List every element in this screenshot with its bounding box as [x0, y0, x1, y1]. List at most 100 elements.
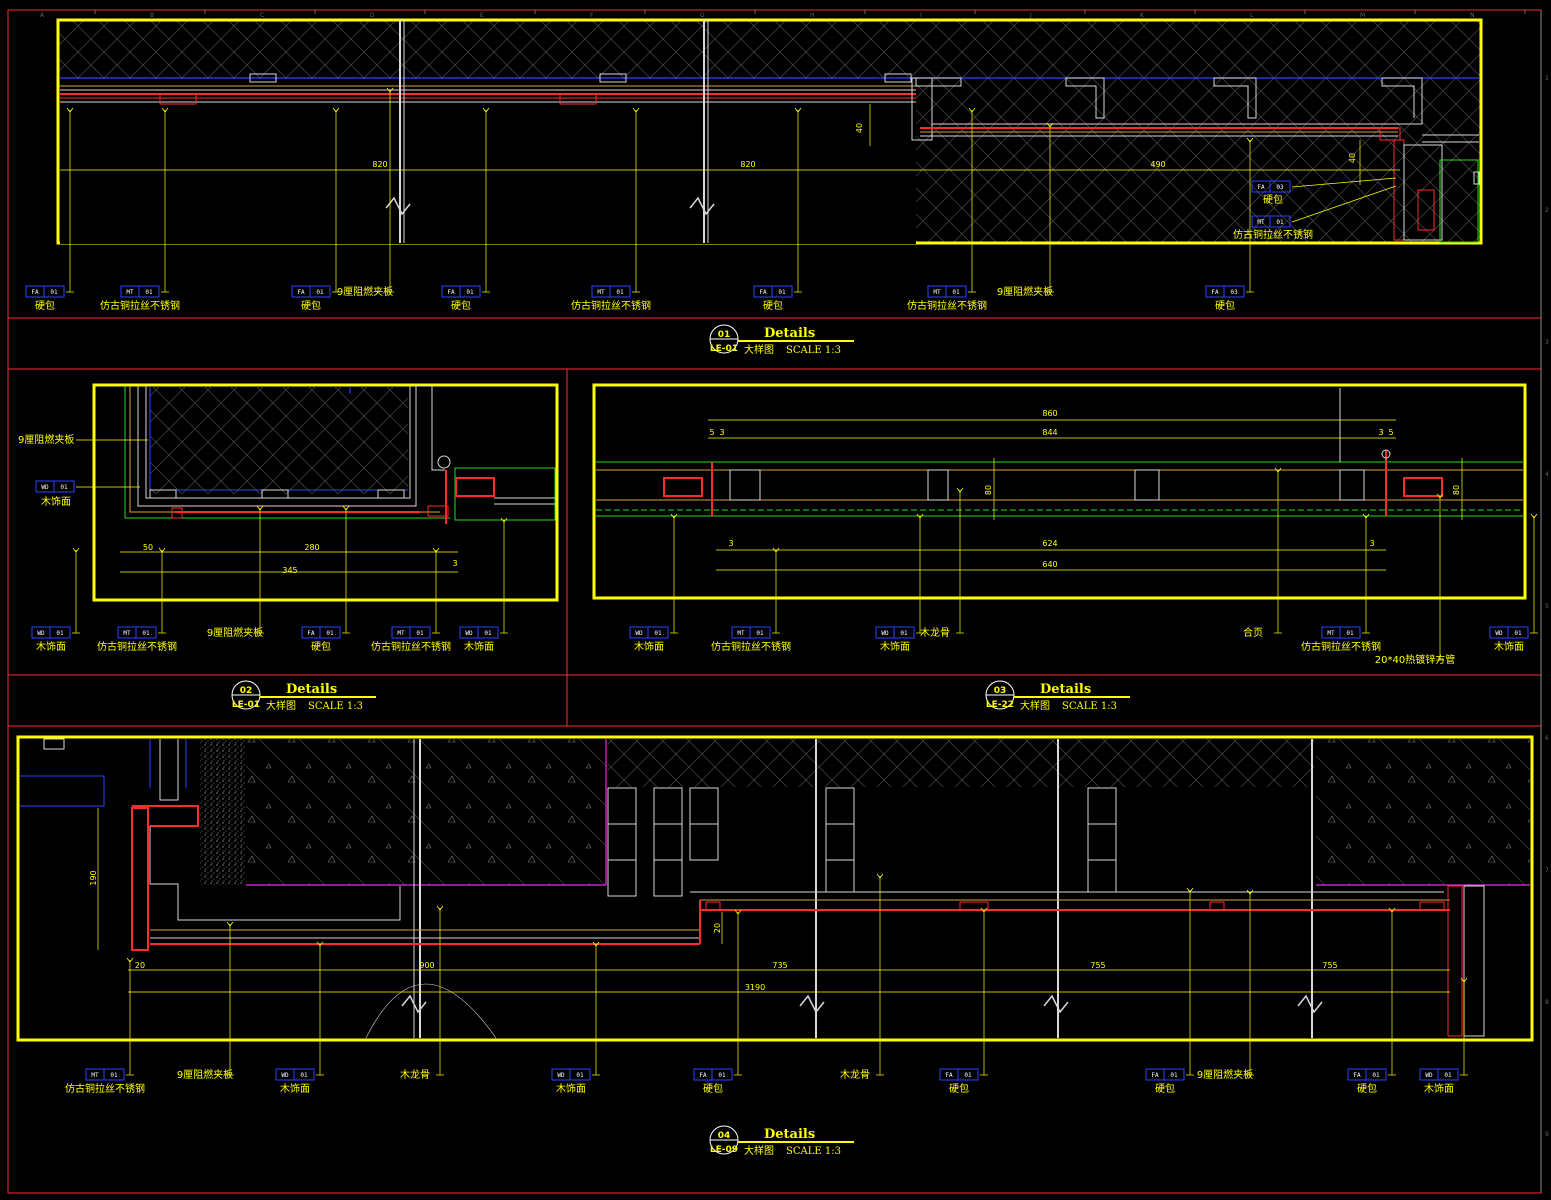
leader-arrow — [226, 921, 234, 927]
material-code: FA — [1151, 1072, 1159, 1079]
material-code: WD — [1495, 630, 1503, 637]
material-label: 木龙骨 — [400, 1068, 430, 1081]
material-index: 01 — [1170, 1072, 1178, 1079]
dim-80-a: 80 — [984, 485, 993, 495]
material-code-box — [117, 626, 157, 639]
border-number: 5 — [1545, 603, 1549, 610]
dim-820-a: 820 — [372, 160, 387, 169]
detail-scale: SCALE 1:3 — [786, 1146, 841, 1157]
material-label: 硬包 — [311, 640, 331, 653]
material-callout: 木龙骨 — [840, 873, 884, 1081]
material-label: 仿古铜拉丝不锈钢 — [1301, 640, 1381, 653]
material-code: WD — [1425, 1072, 1433, 1079]
material-code: FA — [1211, 289, 1219, 296]
material-index: 01 — [1514, 630, 1522, 637]
leader-arrow — [1362, 513, 1370, 519]
border-number: 3 — [1545, 339, 1549, 346]
leader-arrow — [1186, 887, 1194, 893]
material-code: MT — [597, 289, 605, 296]
material-index: 01 — [964, 1072, 972, 1079]
material-callout: 20*40热镀锌方管 — [1375, 493, 1455, 666]
detail-title: Details — [764, 1127, 815, 1142]
material-label: 仿古铜拉丝不锈钢 — [65, 1082, 145, 1095]
material-index: 03 — [1276, 184, 1284, 191]
border-letter: A — [40, 12, 45, 19]
sheet-reference: LE-01 — [232, 700, 260, 710]
material-code: WD — [281, 1072, 289, 1079]
dim-5-left: 5 — [709, 428, 714, 437]
material-code: WD — [37, 630, 45, 637]
material-label: 硬包 — [763, 299, 783, 312]
detail-name: 大样图 — [1020, 699, 1050, 712]
leader-arrow — [916, 513, 924, 519]
material-label: 9厘阻燃夹板 — [997, 285, 1053, 298]
material-index: 01 — [576, 1072, 584, 1079]
leader-arrow — [1246, 137, 1254, 143]
material-code: FA — [759, 289, 767, 296]
material-index: 01 — [484, 630, 492, 637]
material-index: 01 — [50, 289, 58, 296]
material-code-box — [1251, 180, 1291, 193]
material-code-box — [25, 285, 65, 298]
material-label: 硬包 — [949, 1082, 969, 1095]
material-label: 木龙骨 — [920, 626, 950, 639]
material-code-box — [291, 285, 331, 298]
border-letter: G — [700, 12, 705, 19]
material-code-box — [441, 285, 481, 298]
leader-arrow — [794, 107, 802, 113]
material-code: MT — [1327, 630, 1335, 637]
leader-line — [1291, 185, 1397, 223]
material-label: 硬包 — [1215, 299, 1235, 312]
border-letter: E — [480, 12, 484, 19]
leader-arrow — [876, 873, 884, 879]
material-label: 硬包 — [35, 299, 55, 312]
dim-40-a: 40 — [855, 123, 864, 133]
material-code-box — [629, 626, 669, 639]
leader-arrow — [1436, 493, 1444, 499]
material-code-box — [731, 626, 771, 639]
material-index: 01 — [316, 289, 324, 296]
material-index: 01 — [300, 1072, 308, 1079]
material-code: MT — [737, 630, 745, 637]
material-code-box — [35, 480, 75, 493]
material-code-box — [275, 1068, 315, 1081]
border-letter: K — [1140, 12, 1145, 19]
material-code: FA — [447, 289, 455, 296]
leader-arrow — [126, 957, 134, 963]
border-number: 6 — [1545, 735, 1549, 742]
material-callout: 木龙骨 — [920, 487, 964, 639]
leader-arrow — [482, 107, 490, 113]
material-code-box — [753, 285, 793, 298]
material-code-box — [1145, 1068, 1185, 1081]
dim-20-b: 20 — [713, 923, 722, 933]
material-index: 01 — [145, 289, 153, 296]
material-label: 木饰面 — [36, 640, 66, 653]
material-code-box — [939, 1068, 979, 1081]
leader-arrow — [968, 107, 976, 113]
leader-arrow — [332, 107, 340, 113]
leader-arrow — [1388, 907, 1396, 913]
detail-title: Details — [1040, 682, 1091, 697]
material-index: 01 — [326, 630, 334, 637]
material-code-box — [1321, 626, 1361, 639]
material-index: 03 — [1230, 289, 1238, 296]
leader-arrow — [734, 909, 742, 915]
dim-3-left-bottom: 3 — [728, 539, 733, 548]
material-code-box — [301, 626, 341, 639]
dim-735: 735 — [772, 961, 787, 970]
material-code: WD — [635, 630, 643, 637]
material-code-box — [1205, 285, 1245, 298]
material-label: 仿古铜拉丝不锈钢 — [1233, 228, 1313, 241]
